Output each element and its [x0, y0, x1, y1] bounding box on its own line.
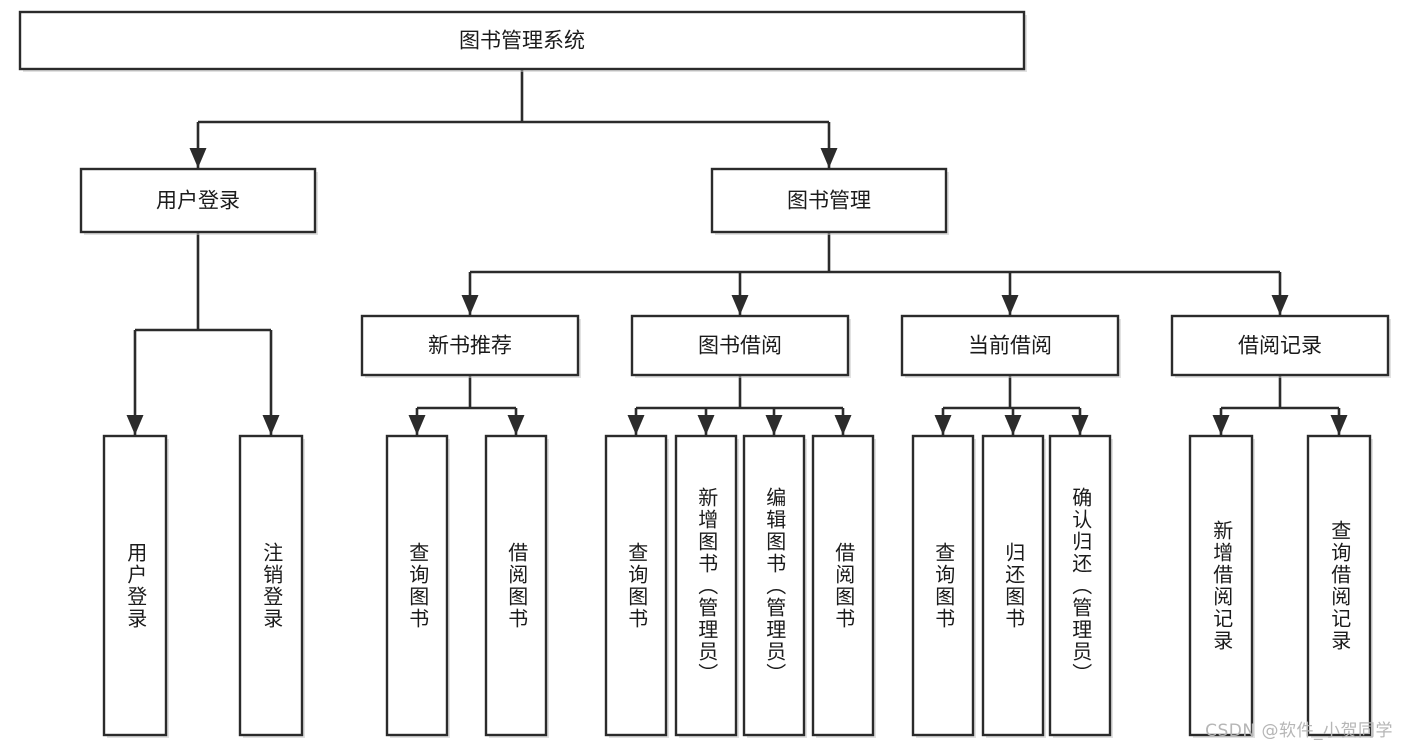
arrow-head-icon — [1212, 415, 1230, 435]
node-leaf-box-6[interactable] — [742, 434, 806, 737]
arrow-head-icon — [1001, 295, 1019, 315]
node-leaf-box-11[interactable] — [1188, 434, 1254, 737]
watermark-text: CSDN @软件_小贺同学 — [1205, 721, 1393, 741]
connectors-layer — [126, 69, 1348, 435]
node-leaf-box-2[interactable] — [385, 434, 449, 737]
node-level2-label-3: 借阅记录 — [1238, 334, 1322, 358]
arrow-head-icon — [408, 415, 426, 435]
node-leaf-box-12[interactable] — [1306, 434, 1372, 737]
arrow-head-icon — [934, 415, 952, 435]
node-level2-box-2[interactable] — [900, 314, 1120, 377]
node-leaf-box-0[interactable] — [102, 434, 168, 737]
node-level2-box-0[interactable] — [360, 314, 580, 377]
arrow-head-icon — [1330, 415, 1348, 435]
arrow-head-icon — [1271, 295, 1289, 315]
node-level1-label-0: 用户登录 — [156, 189, 240, 213]
arrow-head-icon — [126, 415, 144, 435]
node-level2-label-2: 当前借阅 — [968, 334, 1052, 358]
arrow-head-icon — [262, 415, 280, 435]
arrow-head-icon — [1004, 415, 1022, 435]
node-level1-box-0[interactable] — [79, 167, 317, 234]
node-leaf-box-5[interactable] — [674, 434, 738, 737]
arrow-head-icon — [1071, 415, 1089, 435]
node-leaf-box-3[interactable] — [484, 434, 548, 737]
node-leaf-box-8[interactable] — [911, 434, 975, 737]
arrow-head-icon — [731, 295, 749, 315]
boxes-layer — [18, 10, 1391, 738]
node-leaf-box-1[interactable] — [238, 434, 304, 737]
node-level1-box-1[interactable] — [710, 167, 948, 234]
node-level2-label-0: 新书推荐 — [428, 334, 512, 358]
node-level2-box-1[interactable] — [630, 314, 850, 377]
arrow-head-icon — [697, 415, 715, 435]
node-leaf-box-7[interactable] — [811, 434, 875, 737]
arrow-head-icon — [461, 295, 479, 315]
arrow-head-icon — [820, 148, 838, 168]
node-leaf-box-9[interactable] — [981, 434, 1045, 737]
node-root-label: 图书管理系统 — [459, 29, 585, 53]
arrow-head-icon — [765, 415, 783, 435]
arrow-head-icon — [834, 415, 852, 435]
arrow-head-icon — [627, 415, 645, 435]
node-level1-label-1: 图书管理 — [787, 189, 871, 213]
node-level2-label-1: 图书借阅 — [698, 334, 782, 358]
node-root-box[interactable] — [18, 10, 1026, 71]
node-level2-box-3[interactable] — [1170, 314, 1390, 377]
arrow-head-icon — [189, 148, 207, 168]
arrow-head-icon — [507, 415, 525, 435]
node-leaf-box-4[interactable] — [604, 434, 668, 737]
node-leaf-box-10[interactable] — [1048, 434, 1112, 737]
